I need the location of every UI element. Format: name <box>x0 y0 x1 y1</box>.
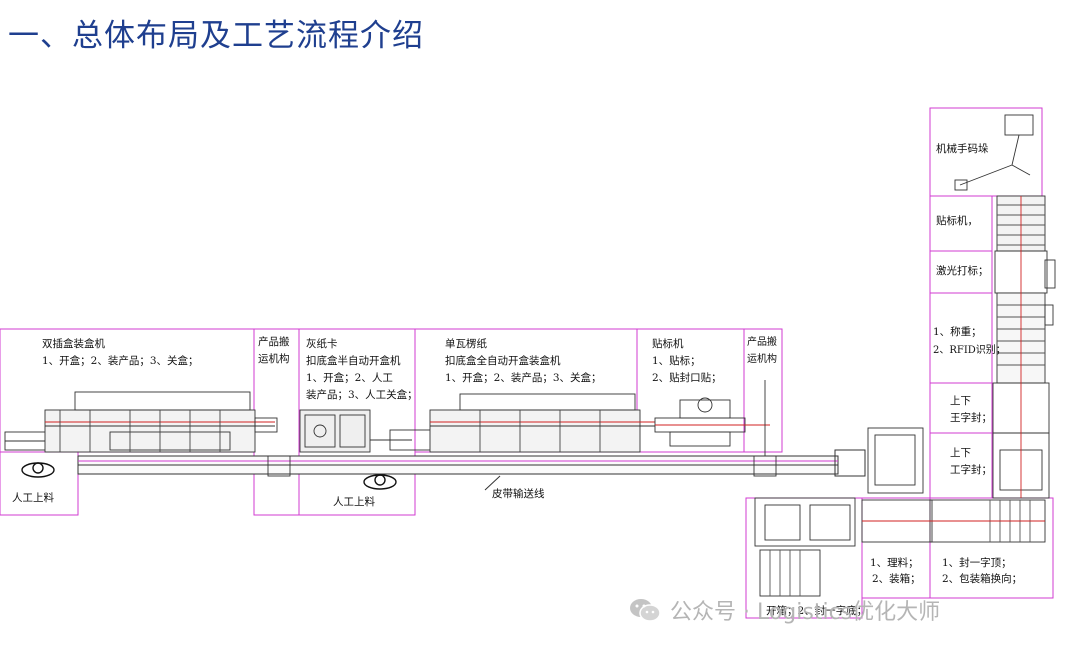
watermark: 公众号 · Logistics优化大师 <box>628 594 940 626</box>
wechat-icon <box>628 597 662 623</box>
label-s4-2: 扣底盒全自动开盒装盒机 <box>445 354 561 367</box>
label-s1-2: 1、开盒；2、装产品；3、关盒； <box>42 354 199 367</box>
frame-seal-1 <box>929 382 993 434</box>
labels: 双插盒装盒机 1、开盒；2、装产品；3、关盒； 产品搬 运机构 灰纸卡 扣底盒半… <box>12 142 1022 617</box>
label-seal1-1: 上下 <box>950 395 971 407</box>
operator-icon <box>21 462 55 478</box>
frame-transfer-2 <box>743 328 783 453</box>
label-case-1: 1、封一字顶； <box>942 556 1012 569</box>
frame-case <box>929 497 1054 599</box>
frame-weigh <box>929 292 993 384</box>
label-s6-1: 产品搬 <box>747 335 777 348</box>
label-s3-1: 灰纸卡 <box>306 337 338 350</box>
label-arrange-1: 1、理料； <box>870 556 919 569</box>
machine-corrugated-boxer <box>389 393 655 453</box>
label-manual-1: 人工上料 <box>12 491 54 504</box>
frame-manual-1 <box>0 451 79 516</box>
label-s5-2: 1、贴标； <box>652 354 701 367</box>
label-s3-3: 1、开盒；2、人工 <box>306 371 393 384</box>
operator-icon-2 <box>363 474 397 490</box>
transfer-mechanisms <box>267 380 777 477</box>
label-s3-4: 装产品；3、人工关盒； <box>306 388 418 401</box>
label-labeler-2: 贴标机， <box>936 214 978 227</box>
label-s3-2: 扣底盒半自动开盒机 <box>306 354 401 367</box>
label-s4-3: 1、开盒；2、装产品；3、关盒； <box>445 371 602 384</box>
label-laser: 激光打标； <box>936 264 989 277</box>
label-bottom-partial: 开箱；2、封一字底； <box>766 604 867 617</box>
label-weigh-2: 2、RFID识别； <box>933 344 1006 356</box>
label-s2-1: 产品搬 <box>258 335 290 348</box>
machine-labeler <box>654 397 770 447</box>
machine-double-insert-boxer <box>4 391 278 453</box>
station-frames <box>0 107 1054 619</box>
label-s4-1: 单瓦楞纸 <box>445 337 487 350</box>
label-case-2: 2、包装箱换向； <box>942 572 1022 585</box>
page-title: 一、总体布局及工艺流程介绍 <box>8 18 424 54</box>
machine-gray-card-boxer <box>299 409 412 453</box>
label-weigh-1: 1、称重； <box>933 325 982 338</box>
case-section <box>754 427 1046 597</box>
vertical-packing-line <box>954 114 1056 499</box>
watermark-text: 公众号 · Logistics优化大师 <box>670 600 941 625</box>
label-seal1-2: 王字封； <box>950 411 992 424</box>
label-s1-1: 双插盒装盒机 <box>42 337 105 350</box>
label-s6-2: 运机构 <box>747 352 777 365</box>
belt-conveyor <box>77 449 866 491</box>
label-arrange-2: 2、装箱； <box>872 572 921 585</box>
label-s2-2: 运机构 <box>258 352 290 365</box>
label-robot: 机械手码垛 <box>936 142 989 155</box>
label-seal2-2: 工字封； <box>950 463 992 476</box>
label-s5-1: 贴标机 <box>652 337 684 350</box>
label-s5-3: 2、贴封口贴； <box>652 371 722 384</box>
label-belt: 皮带输送线 <box>492 487 545 500</box>
label-seal2-1: 上下 <box>950 447 971 459</box>
label-manual-2: 人工上料 <box>333 495 375 508</box>
